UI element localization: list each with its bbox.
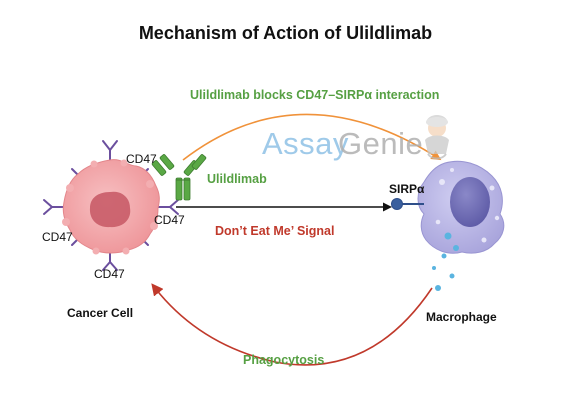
macrophage [391,160,505,291]
antibody-label: Ulildlimab [207,172,267,186]
watermark-assay: Assay [262,126,349,161]
phagocytosis-arrow [151,283,433,366]
granules [432,232,459,291]
cancer-cell-nucleus [89,191,131,228]
cancer-cell-label: Cancer Cell [67,306,134,320]
cd47-top-label: CD47 [126,152,157,166]
watermark-genie: Genie [338,126,424,161]
cd47-left-label: CD47 [42,230,73,244]
cd47-bottom-label: CD47 [94,267,125,281]
antibody-icon [151,154,207,201]
genie-logo-icon [425,115,449,160]
phagocytosis-label: Phagocytosis [243,353,325,367]
blocks-label: Ulildlimab blocks CD47–SIRPα interaction [190,88,440,102]
dont-eat-me-label: Don’t Eat Me’ Signal [215,224,335,238]
diagram-title: Mechanism of Action of Ulildlimab [138,23,433,43]
macrophage-label: Macrophage [426,310,497,324]
blocks-arrow [182,113,442,161]
cd47-right-label: CD47 [154,213,185,227]
sirpa-label: SIRPα [389,182,425,196]
sirpa-receptor-icon [391,198,424,210]
macrophage-nucleus [450,177,490,227]
cancer-cell [43,140,179,271]
